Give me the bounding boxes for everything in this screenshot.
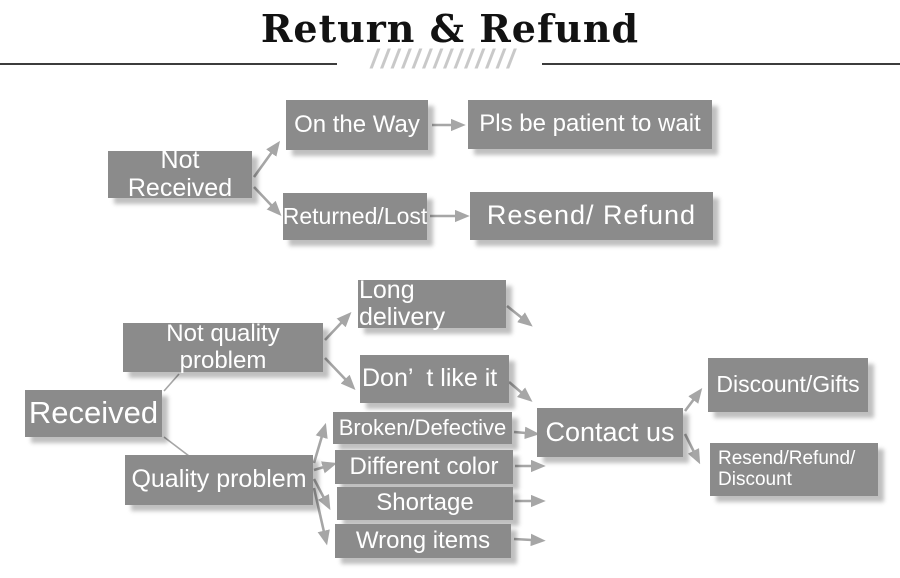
node-quality-problem: Quality problem [125, 455, 313, 505]
node-returned-lost: Returned/Lost [283, 193, 427, 240]
node-received: Received [25, 390, 162, 437]
connector-not_quality_problem [324, 357, 356, 390]
connector-contact_us [683, 433, 701, 465]
node-long-delivery: Long delivery [358, 276, 506, 331]
connector-contact_us [683, 388, 703, 412]
divider-line-left [0, 63, 337, 65]
node-resend-refund-discount: Resend/Refund/ Discount [710, 443, 878, 496]
node-shortage: Shortage [337, 487, 513, 520]
node-broken-defective: Broken/Defective [333, 412, 512, 444]
connector-broken_defective [513, 426, 540, 440]
node-different-color: Different color [335, 450, 513, 484]
connector-not_received [252, 140, 281, 178]
node-not-quality-problem: Not quality problem [123, 320, 323, 373]
hatch-marks: ////////////// [370, 44, 518, 74]
node-not-received: Not Received [108, 146, 252, 201]
node-wrong-items: Wrong items [335, 524, 511, 558]
node-on-the-way: On the Way [286, 100, 428, 150]
node-discount-gifts: Discount/Gifts [708, 358, 868, 412]
connector-received [163, 436, 190, 457]
connector-long_delivery [506, 304, 533, 327]
connector-received [163, 373, 180, 392]
node-resend-refund: Resend/ Refund [470, 192, 713, 240]
connector-not_received [253, 186, 282, 216]
connector-quality_problem [313, 461, 338, 474]
connector-quality_problem [312, 422, 328, 464]
connector-wrong_items [513, 533, 546, 547]
connector-dont_like_it [508, 381, 533, 402]
divider-line-right [542, 63, 900, 65]
connector-not_quality_problem [324, 312, 352, 341]
node-dont-like-it: Don’ t like it [360, 355, 509, 403]
node-pls-be-patient: Pls be patient to wait [468, 100, 712, 149]
connector-quality_problem [312, 478, 331, 511]
connector-quality_problem [312, 487, 330, 546]
node-contact-us: Contact us [537, 408, 683, 457]
page-title: Return & Refund [260, 6, 640, 51]
